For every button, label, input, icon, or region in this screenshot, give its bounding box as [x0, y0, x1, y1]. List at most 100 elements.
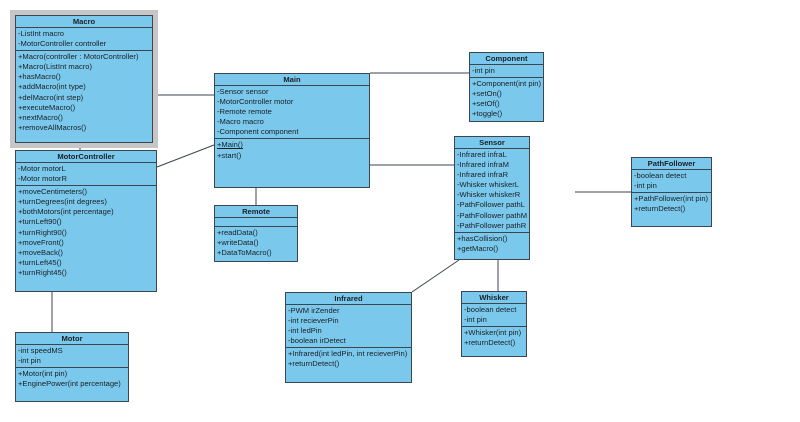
operation: +PathFollower(int pin) — [634, 194, 709, 204]
operations-compartment: +Infrared(int ledPin, int recieverPin)+r… — [286, 348, 411, 370]
class-name: Infrared — [286, 293, 411, 305]
attribute: -Whisker whiskerR — [457, 190, 521, 200]
operation: +Macro(ListInt macro) — [18, 62, 93, 72]
operation: +DataToMacro() — [217, 248, 272, 258]
operation: +turnRight90() — [18, 227, 67, 237]
class-component[interactable]: Component-int pin +Component(int pin)+set… — [469, 52, 544, 122]
operation: +Macro(controller : MotorController) — [18, 52, 139, 62]
assoc-main-motorcontroller[interactable] — [156, 144, 215, 168]
attribute: -Whisker whiskerL — [457, 180, 520, 190]
operations-compartment: +moveCentimeters()+turnDegrees(int degre… — [16, 186, 156, 279]
attributes-compartment: -ListInt macro-MotorController controlle… — [16, 28, 152, 52]
attributes-compartment: -int pin — [470, 65, 543, 79]
attribute: -Motor motorL — [18, 164, 66, 173]
class-name: Remote — [215, 206, 297, 218]
attribute: -MotorController motor — [217, 97, 294, 107]
attribute: -int pin — [464, 315, 487, 325]
attributes-compartment: -boolean detect-int pin — [462, 304, 526, 328]
operations-compartment: +Motor(int pin)+EnginePower(int percenta… — [16, 368, 128, 390]
class-main[interactable]: Main-Sensor sensor-MotorController motor… — [214, 73, 370, 188]
operation: +moveCentimeters() — [18, 187, 87, 197]
class-motor[interactable]: Motor-int speedMS-int pin +Motor(int pin)… — [15, 332, 129, 402]
class-pathfollower[interactable]: PathFollower-boolean detect-int pin+Path… — [631, 157, 712, 227]
assoc-sensor-infrared[interactable] — [411, 259, 460, 293]
attribute: -Infrared infraL — [457, 150, 507, 159]
class-motorcontroller[interactable]: MotorController-Motor motorL-Motor motor… — [15, 150, 157, 292]
attribute: -ListInt macro — [18, 29, 64, 38]
attribute: -int pin — [472, 66, 495, 75]
attribute: -PathFollower pathL — [457, 200, 525, 210]
operation: +turnLeft90() — [18, 217, 62, 227]
operation: +Component(int pin) — [472, 79, 541, 89]
attribute: -MotorController controller — [18, 39, 107, 49]
attribute: -Infrared infraR — [457, 170, 509, 180]
attribute: -Macro macro — [217, 117, 264, 127]
attribute: -boolean detect — [464, 305, 517, 314]
attribute: -int recieverPin — [288, 316, 339, 326]
class-name: Sensor — [455, 137, 529, 149]
class-macro[interactable]: Macro-ListInt macro-MotorController cont… — [10, 10, 158, 148]
operation: +EnginePower(int percentage) — [18, 379, 121, 389]
class-name: Component — [470, 53, 543, 65]
operations-compartment: +PathFollower(int pin)+returnDetect() — [632, 193, 711, 215]
attributes-compartment: -boolean detect-int pin — [632, 170, 711, 194]
operation: +addMacro(int type) — [18, 82, 86, 92]
operation: +returnDetect() — [288, 359, 340, 369]
operation: +writeData() — [217, 238, 259, 248]
operation: +removeAllMacros() — [18, 122, 87, 132]
class-infrared[interactable]: Infrared-PWM irZender-int recieverPin-in… — [285, 292, 412, 383]
attribute: -int pin — [18, 356, 41, 366]
operation: +turnRight45() — [18, 267, 67, 277]
operation: +moveFront() — [18, 237, 64, 247]
operation: +turnLeft45() — [18, 257, 62, 267]
operations-compartment: +Main()+start() — [215, 139, 369, 161]
attribute: -boolean detect — [634, 171, 687, 180]
class-sensor[interactable]: Sensor-Infrared infraL-Infrared infraM-I… — [454, 136, 530, 260]
attribute: -Component component — [217, 127, 299, 137]
operation: +Whisker(int pin) — [464, 328, 522, 338]
operation: +Main() — [217, 140, 243, 150]
class-name: PathFollower — [632, 158, 711, 170]
class-remote[interactable]: Remote +readData()+writeData()+DataToMacr… — [214, 205, 298, 262]
operation: +returnDetect() — [464, 338, 516, 348]
operation: +toggle() — [472, 109, 503, 119]
operation: +moveBack() — [18, 247, 63, 257]
attributes-compartment: -PWM irZender-int recieverPin-int ledPin… — [286, 305, 411, 349]
attribute: -boolean irDetect — [288, 336, 346, 346]
operation: +setOn() — [472, 89, 502, 99]
operation: +executeMacro() — [18, 102, 76, 112]
class-name: MotorController — [16, 151, 156, 163]
operation: +Motor(int pin) — [18, 369, 68, 379]
operation: +Infrared(int ledPin, int recieverPin) — [288, 349, 408, 359]
class-name: Whisker — [462, 292, 526, 304]
operation: +turnDegrees(int degrees) — [18, 197, 107, 207]
class-whisker[interactable]: Whisker-boolean detect-int pin+Whisker(i… — [461, 291, 527, 357]
operation: +start() — [217, 150, 242, 160]
attribute: -PathFollower pathM — [457, 210, 527, 220]
attribute: -int speedMS — [18, 346, 63, 355]
class-name: Motor — [16, 333, 128, 345]
attributes-compartment: -Infrared infraL-Infrared infraM-Infrare… — [455, 149, 529, 233]
operation: +hasMacro() — [18, 72, 61, 82]
attribute: -PWM irZender — [288, 306, 340, 315]
attribute: -Infrared infraM — [457, 160, 509, 170]
attribute: -Sensor sensor — [217, 87, 269, 96]
operation: +readData() — [217, 228, 258, 237]
operation: +nextMacro() — [18, 112, 63, 122]
operations-compartment: +Component(int pin)+setOn()+setOf()+togg… — [470, 78, 543, 120]
attribute: -Remote remote — [217, 107, 272, 117]
operation: +hasCollision() — [457, 233, 508, 243]
attribute: -PathFollower pathR — [457, 220, 527, 230]
operations-compartment: +Whisker(int pin)+returnDetect() — [462, 327, 526, 349]
operation: +delMacro(int step) — [18, 92, 84, 102]
operations-compartment: +Macro(controller : MotorController)+Mac… — [16, 51, 152, 134]
class-name: Main — [215, 74, 369, 86]
attribute: -int ledPin — [288, 326, 322, 336]
attribute: -Motor motorR — [18, 174, 67, 184]
attribute: -int pin — [634, 181, 657, 191]
class-name: Macro — [16, 16, 152, 28]
operations-compartment: +readData()+writeData()+DataToMacro() — [215, 227, 297, 259]
operation: +getMacro() — [457, 243, 499, 253]
attributes-compartment: -Motor motorL-Motor motorR — [16, 163, 156, 187]
